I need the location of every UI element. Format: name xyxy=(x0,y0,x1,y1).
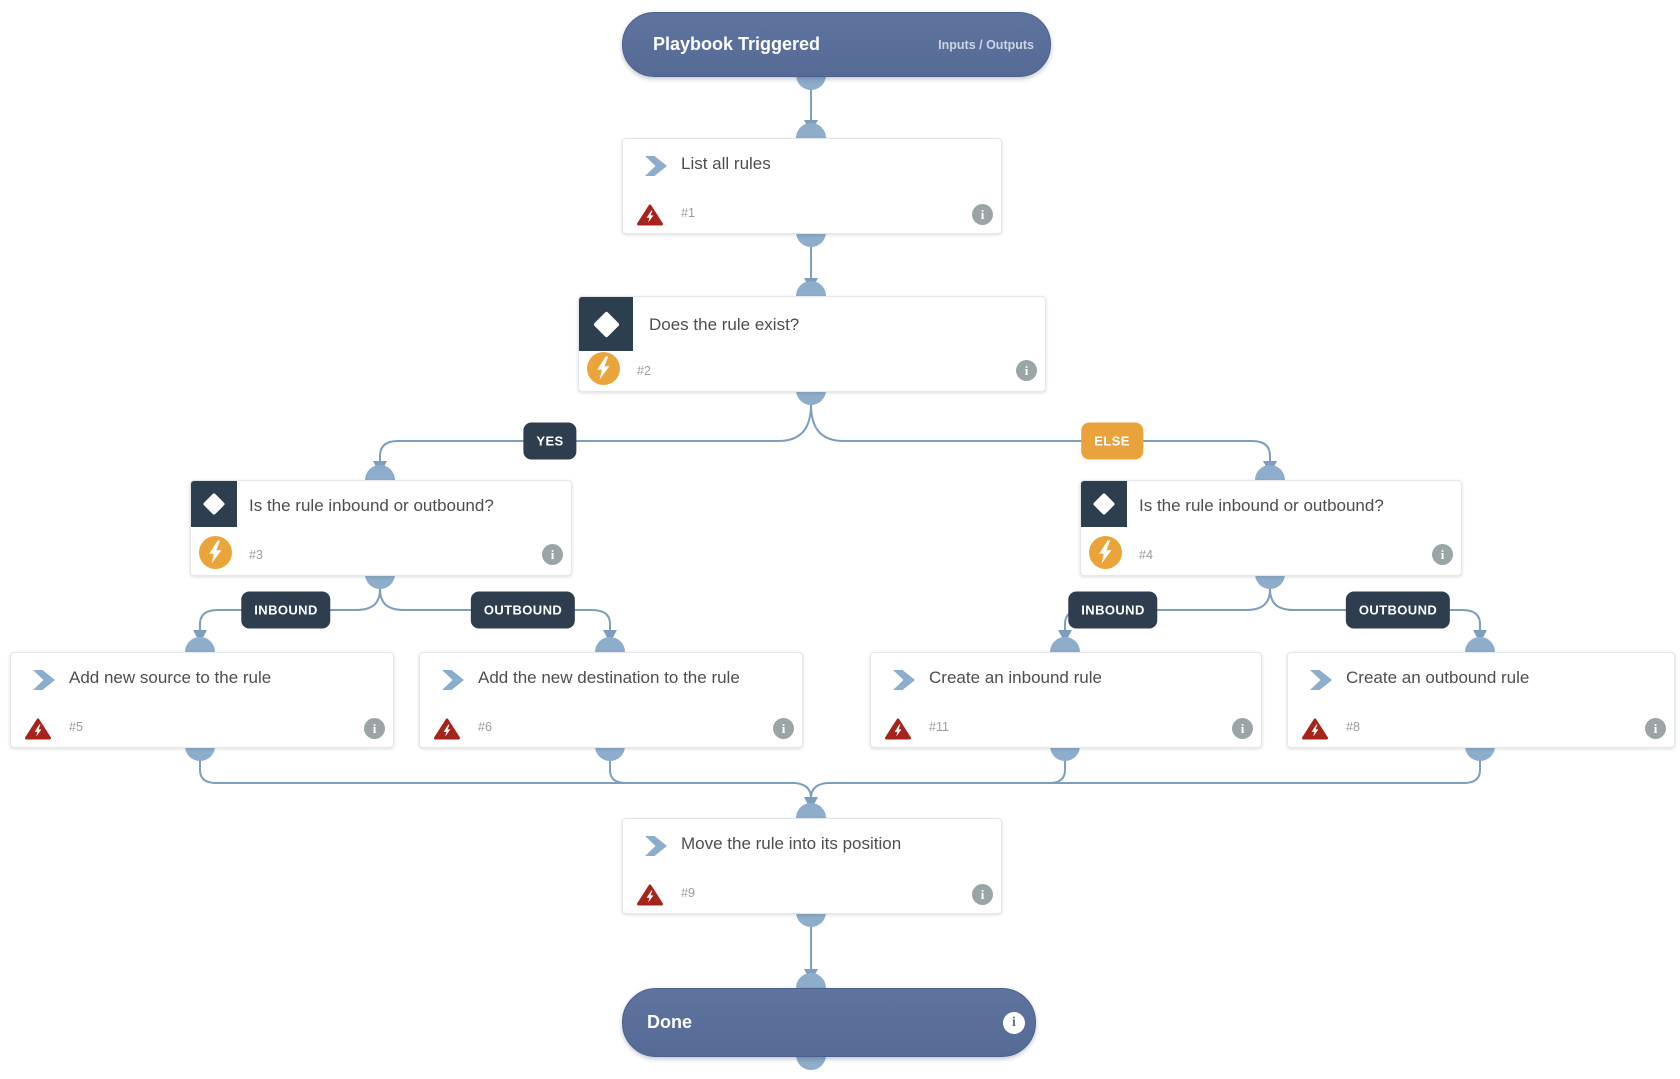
condition-node-4[interactable]: Is the rule inbound or outbound? #4 i xyxy=(1080,480,1462,576)
info-icon[interactable]: i xyxy=(972,884,993,905)
end-node[interactable]: Done i xyxy=(622,988,1036,1057)
edge-label-else: ELSE xyxy=(1081,422,1143,460)
error-automation-icon xyxy=(636,203,664,227)
task-number: #1 xyxy=(681,206,695,220)
start-node[interactable]: Playbook Triggered Inputs / Outputs xyxy=(622,12,1051,77)
info-icon[interactable]: i xyxy=(1232,718,1253,739)
task-node-5[interactable]: Add new source to the rule #5 i xyxy=(10,652,394,748)
task-chevron-icon xyxy=(891,668,917,692)
task-number: #8 xyxy=(1346,720,1360,734)
automation-icon xyxy=(199,536,232,569)
task-number: #5 xyxy=(69,720,83,734)
task-node-11[interactable]: Create an inbound rule #11 i xyxy=(870,652,1262,748)
task-title: Create an inbound rule xyxy=(929,668,1102,687)
error-automation-icon xyxy=(433,717,461,741)
task-title: Create an outbound rule xyxy=(1346,668,1530,687)
task-chevron-icon xyxy=(643,834,669,858)
condition-title: Is the rule inbound or outbound? xyxy=(1139,496,1384,515)
edge-label-inbound-right: INBOUND xyxy=(1068,591,1158,629)
task-chevron-icon xyxy=(643,154,669,178)
task-number: #11 xyxy=(929,720,949,734)
condition-diamond-icon xyxy=(191,481,237,527)
task-title: Move the rule into its position xyxy=(681,834,902,853)
task-number: #2 xyxy=(637,364,651,378)
automation-icon xyxy=(1089,536,1122,569)
condition-diamond-icon xyxy=(579,297,633,351)
condition-node-2[interactable]: Does the rule exist? #2 i xyxy=(578,296,1046,392)
inputs-outputs-link[interactable]: Inputs / Outputs xyxy=(938,37,1034,52)
task-number: #9 xyxy=(681,886,695,900)
automation-icon xyxy=(587,352,620,385)
condition-diamond-icon xyxy=(1081,481,1127,527)
info-icon[interactable]: i xyxy=(364,718,385,739)
task-title: List all rules xyxy=(681,154,771,173)
task-node-6[interactable]: Add the new destination to the rule #6 i xyxy=(419,652,803,748)
task-title: Add new source to the rule xyxy=(69,668,272,687)
info-icon[interactable]: i xyxy=(1016,360,1037,381)
edge-label-outbound-right: OUTBOUND xyxy=(1345,591,1451,629)
error-automation-icon xyxy=(884,717,912,741)
condition-title: Is the rule inbound or outbound? xyxy=(249,496,494,515)
connector-edges xyxy=(199,89,1481,971)
task-chevron-icon xyxy=(31,668,57,692)
info-icon[interactable]: i xyxy=(972,204,993,225)
start-node-title: Playbook Triggered xyxy=(653,34,821,54)
info-icon[interactable]: i xyxy=(1432,544,1453,565)
task-node-1[interactable]: List all rules #1 i xyxy=(622,138,1002,234)
task-node-9[interactable]: Move the rule into its position #9 i xyxy=(622,818,1002,914)
info-icon[interactable]: i xyxy=(542,544,563,565)
end-node-title: Done xyxy=(647,1012,692,1032)
info-icon[interactable]: i xyxy=(1003,1011,1025,1034)
error-automation-icon xyxy=(636,883,664,907)
task-title: Add the new destination to the rule xyxy=(478,668,740,687)
info-icon[interactable]: i xyxy=(773,718,794,739)
error-automation-icon xyxy=(1301,717,1329,741)
task-node-8[interactable]: Create an outbound rule #8 i xyxy=(1287,652,1675,748)
condition-title: Does the rule exist? xyxy=(649,315,800,334)
error-automation-icon xyxy=(24,717,52,741)
info-icon[interactable]: i xyxy=(1645,718,1666,739)
task-number: #4 xyxy=(1139,548,1153,562)
condition-node-3[interactable]: Is the rule inbound or outbound? #3 i xyxy=(190,480,572,576)
edge-label-yes: YES xyxy=(523,422,577,460)
task-chevron-icon xyxy=(1308,668,1334,692)
task-number: #3 xyxy=(249,548,263,562)
edge-label-inbound-left: INBOUND xyxy=(241,591,331,629)
edge-label-outbound-left: OUTBOUND xyxy=(470,591,576,629)
task-chevron-icon xyxy=(440,668,466,692)
task-number: #6 xyxy=(478,720,492,734)
